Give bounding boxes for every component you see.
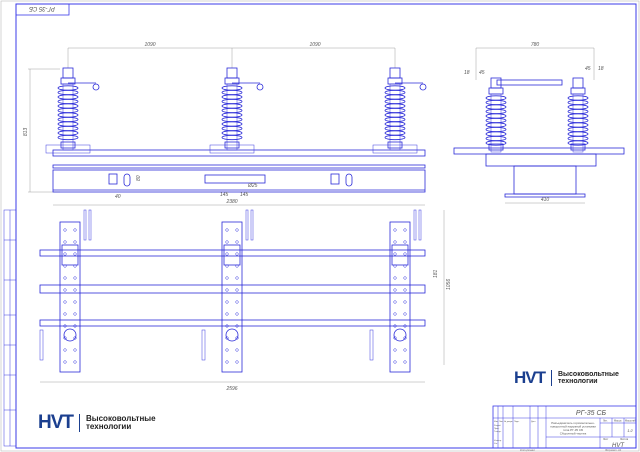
svg-text:Разраб.: Разраб. [494, 425, 502, 427]
svg-text:Сборочный чертеж: Сборочный чертеж [560, 432, 587, 436]
left-margin-strips [3, 209, 17, 447]
svg-text:1090: 1090 [144, 42, 155, 48]
logo-line1: Высоковольтные [86, 413, 156, 423]
logo-line1: Высоковольтные [558, 370, 619, 378]
svg-text:Изм.: Изм. [494, 421, 499, 423]
svg-text:80: 80 [136, 175, 142, 181]
svg-text:Лит.: Лит. [603, 420, 608, 423]
svg-text:Лист: Лист [603, 438, 609, 441]
svg-text:Масштаб: Масштаб [625, 420, 636, 423]
svg-text:Разъединитель горизонтально-: Разъединитель горизонтально- [551, 421, 595, 425]
svg-text:18: 18 [598, 66, 604, 72]
svg-text:Т.контр.: Т.контр. [494, 431, 502, 433]
svg-text:РГ-35 СБ: РГ-35 СБ [29, 5, 55, 11]
svg-text:Утв.: Утв. [494, 443, 498, 445]
svg-text:Масса: Масса [614, 420, 622, 423]
title-block: РГ-35 СБ Разъединитель горизонтально- по… [492, 405, 637, 452]
logo-line2: технологии [86, 422, 132, 431]
svg-text:поворотный наружной установки: поворотный наружной установки [550, 425, 596, 429]
svg-text:1090: 1090 [309, 42, 320, 48]
insulator [384, 67, 406, 151]
pole-assembly [39, 209, 92, 373]
logo-divider [551, 370, 552, 386]
logo-line2: технологии [558, 378, 598, 385]
svg-text:181: 181 [433, 269, 439, 278]
pole-assembly [369, 209, 422, 373]
plan-view: 2596 1056 181 [39, 209, 452, 392]
svg-text:Формат A1: Формат A1 [605, 448, 622, 452]
insulator [567, 77, 589, 153]
svg-text:145: 145 [240, 192, 249, 198]
svg-text:Ø25: Ø25 [247, 183, 258, 189]
logo-divider [79, 414, 80, 432]
svg-text:Дата: Дата [531, 421, 536, 423]
code-stamp: РГ-35 СБ [15, 3, 70, 16]
svg-text:Лист: Лист [499, 421, 503, 423]
side-view: 780 18 45 45 18 410 [453, 42, 625, 204]
insulator [57, 67, 79, 151]
svg-text:2596: 2596 [225, 386, 237, 392]
svg-text:типа РГ-35 СБ: типа РГ-35 СБ [563, 428, 583, 432]
svg-text:18: 18 [464, 70, 470, 76]
svg-text:HVT: HVT [612, 443, 625, 449]
svg-text:410: 410 [541, 197, 550, 203]
insulator [485, 77, 507, 153]
svg-text:Копировал: Копировал [520, 448, 535, 452]
svg-text:1:2: 1:2 [627, 428, 633, 433]
insulator [221, 67, 243, 151]
svg-text:45: 45 [585, 66, 591, 72]
svg-text:Подп.: Подп. [514, 421, 520, 423]
svg-text:40: 40 [115, 194, 121, 200]
svg-text:1056: 1056 [446, 279, 452, 290]
pole-assembly [201, 209, 254, 373]
svg-text:Пров.: Пров. [494, 428, 500, 430]
svg-text:145: 145 [220, 192, 229, 198]
svg-text:№ докум.: № докум. [504, 420, 513, 423]
svg-text:Листов: Листов [620, 438, 629, 441]
svg-text:РГ-35 СБ: РГ-35 СБ [576, 410, 607, 417]
svg-text:2380: 2380 [225, 199, 237, 205]
svg-text:Н.контр.: Н.контр. [494, 440, 502, 442]
svg-text:780: 780 [531, 42, 540, 48]
front-view: 1090 1090 813 80 40 145 145 Ø25 2380 [23, 42, 427, 206]
svg-text:813: 813 [23, 128, 29, 137]
svg-text:45: 45 [479, 70, 485, 76]
